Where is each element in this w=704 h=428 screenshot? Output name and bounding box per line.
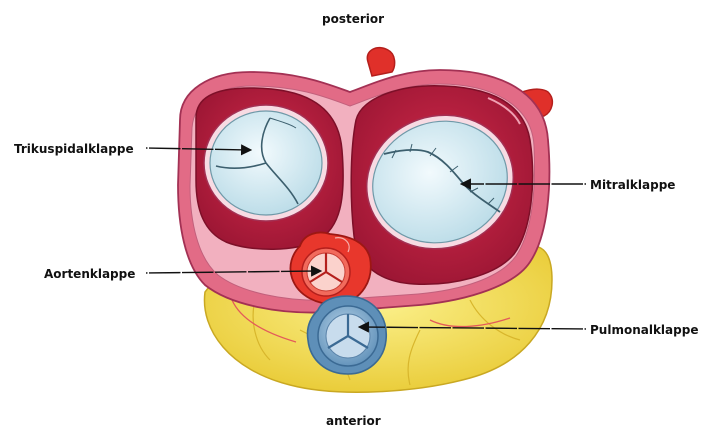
label-mitral-valve: Mitralklappe — [590, 178, 675, 192]
label-tricuspid-valve: Trikuspidalklappe — [14, 142, 134, 156]
pulmonary-valve — [307, 296, 386, 374]
label-aortic-valve: Aortenklappe — [44, 267, 135, 281]
label-posterior: posterior — [322, 12, 384, 26]
label-anterior: anterior — [326, 414, 381, 428]
label-pulmonary-valve: Pulmonalklappe — [590, 323, 698, 337]
aortic-valve — [290, 233, 370, 305]
tricuspid-valve — [204, 105, 328, 221]
